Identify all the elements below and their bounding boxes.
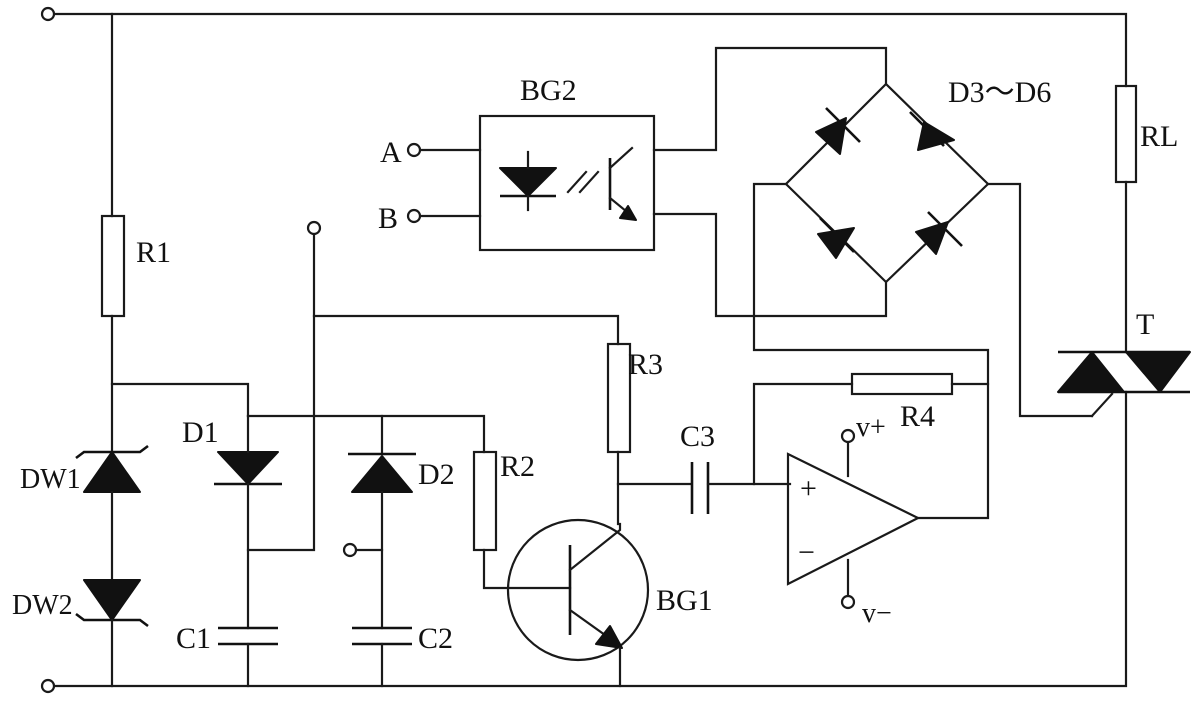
label-c3: C3: [680, 420, 715, 453]
label-d2: D2: [418, 458, 455, 491]
optocoupler-bg2: [478, 114, 656, 252]
terminal-c2[interactable]: [342, 542, 358, 558]
label-c1: C1: [176, 622, 211, 655]
resistor-r4: [850, 372, 954, 396]
top-input-terminal[interactable]: [40, 6, 56, 22]
label-bg2: BG2: [520, 74, 577, 107]
op-amp: [786, 452, 921, 586]
resistor-r2: [472, 450, 498, 552]
label-r2: R2: [500, 450, 535, 483]
capacitor-c2: [352, 626, 412, 646]
label-r1: R1: [136, 236, 171, 269]
label-bg1: BG1: [656, 584, 713, 617]
triac-t: [1057, 350, 1191, 418]
label-d1: D1: [182, 416, 219, 449]
label-r3: R3: [628, 348, 663, 381]
capacitor-c1: [218, 626, 278, 646]
label-b: B: [378, 202, 398, 235]
bridge-rectifier: [784, 82, 990, 284]
label-t: T: [1136, 308, 1154, 341]
terminal-vplus[interactable]: [840, 428, 856, 444]
label-a: A: [380, 136, 402, 169]
diode-d3: [815, 107, 861, 155]
zener-dw1: [75, 444, 149, 493]
label-d3-d6: D3～D6: [948, 76, 1051, 109]
label-vminus: v−: [862, 598, 892, 629]
transistor-bg1: [506, 518, 650, 662]
diode-d4: [909, 111, 955, 151]
terminal-vminus[interactable]: [840, 594, 856, 610]
label-r4: R4: [900, 400, 935, 433]
diode-d2: [348, 452, 416, 493]
op-amp-plus: +: [800, 472, 817, 505]
label-vplus: v+: [856, 412, 886, 443]
resistor-r3: [606, 342, 632, 454]
diode-d1: [214, 451, 282, 486]
terminal-a[interactable]: [406, 142, 422, 158]
diode-d5: [817, 217, 855, 259]
terminal-upper-left[interactable]: [306, 220, 322, 236]
capacitor-c3: [690, 462, 710, 514]
label-dw2: DW2: [12, 590, 73, 621]
label-dw1: DW1: [20, 464, 81, 495]
terminal-b[interactable]: [406, 208, 422, 224]
op-amp-minus: −: [798, 536, 815, 569]
diode-d6: [915, 211, 963, 255]
bottom-input-terminal[interactable]: [40, 678, 56, 694]
resistor-r1: [100, 214, 126, 318]
label-c2: C2: [418, 622, 453, 655]
bottom-rail: [54, 390, 1128, 688]
resistor-rl: [1114, 84, 1138, 184]
label-rl: RL: [1140, 120, 1178, 153]
top-rail: [54, 12, 1128, 218]
